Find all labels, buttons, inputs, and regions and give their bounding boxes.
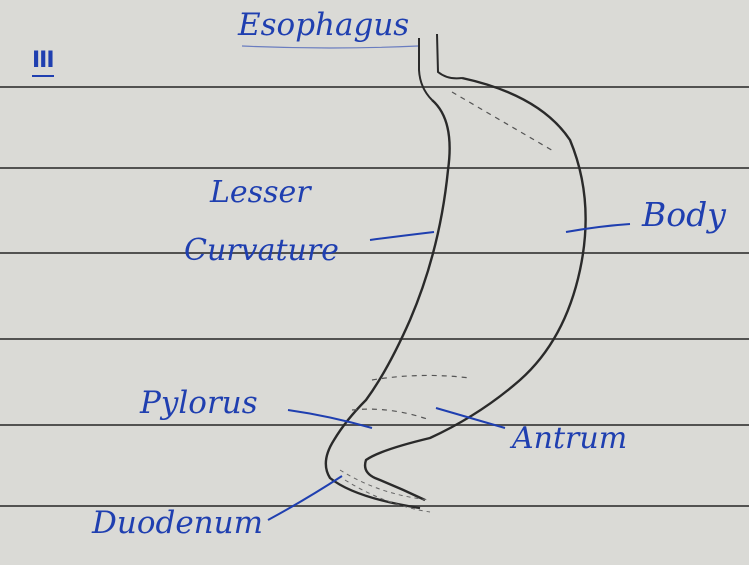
body-label: Body	[642, 198, 726, 231]
lesser-curvature-label-line1: Lesser	[210, 178, 311, 208]
lesser-curvature-leader-line	[370, 232, 434, 240]
esophagus-underline	[242, 46, 418, 48]
body-leader-line	[566, 224, 630, 232]
body-boundary-dashes	[452, 92, 555, 152]
duodenum-label: Duodenum	[92, 508, 263, 539]
pylorus-label: Pylorus	[140, 388, 258, 419]
lesser-curvature-outline	[326, 100, 450, 508]
esophagus-label: Esophagus	[238, 10, 409, 41]
antrum-boundary-dashes	[372, 375, 470, 380]
question-number: III	[32, 48, 54, 73]
duodenum-leader-line	[268, 476, 342, 520]
esophagus-outline	[419, 38, 432, 100]
esophagus-outline	[437, 34, 462, 78]
pylorus-leader-line	[288, 410, 372, 428]
antrum-label: Antrum	[512, 424, 627, 454]
pylorus-boundary-dashes	[352, 409, 430, 420]
antrum-leader-line	[436, 408, 505, 428]
lesser-curvature-label-line2: Curvature	[184, 236, 339, 266]
